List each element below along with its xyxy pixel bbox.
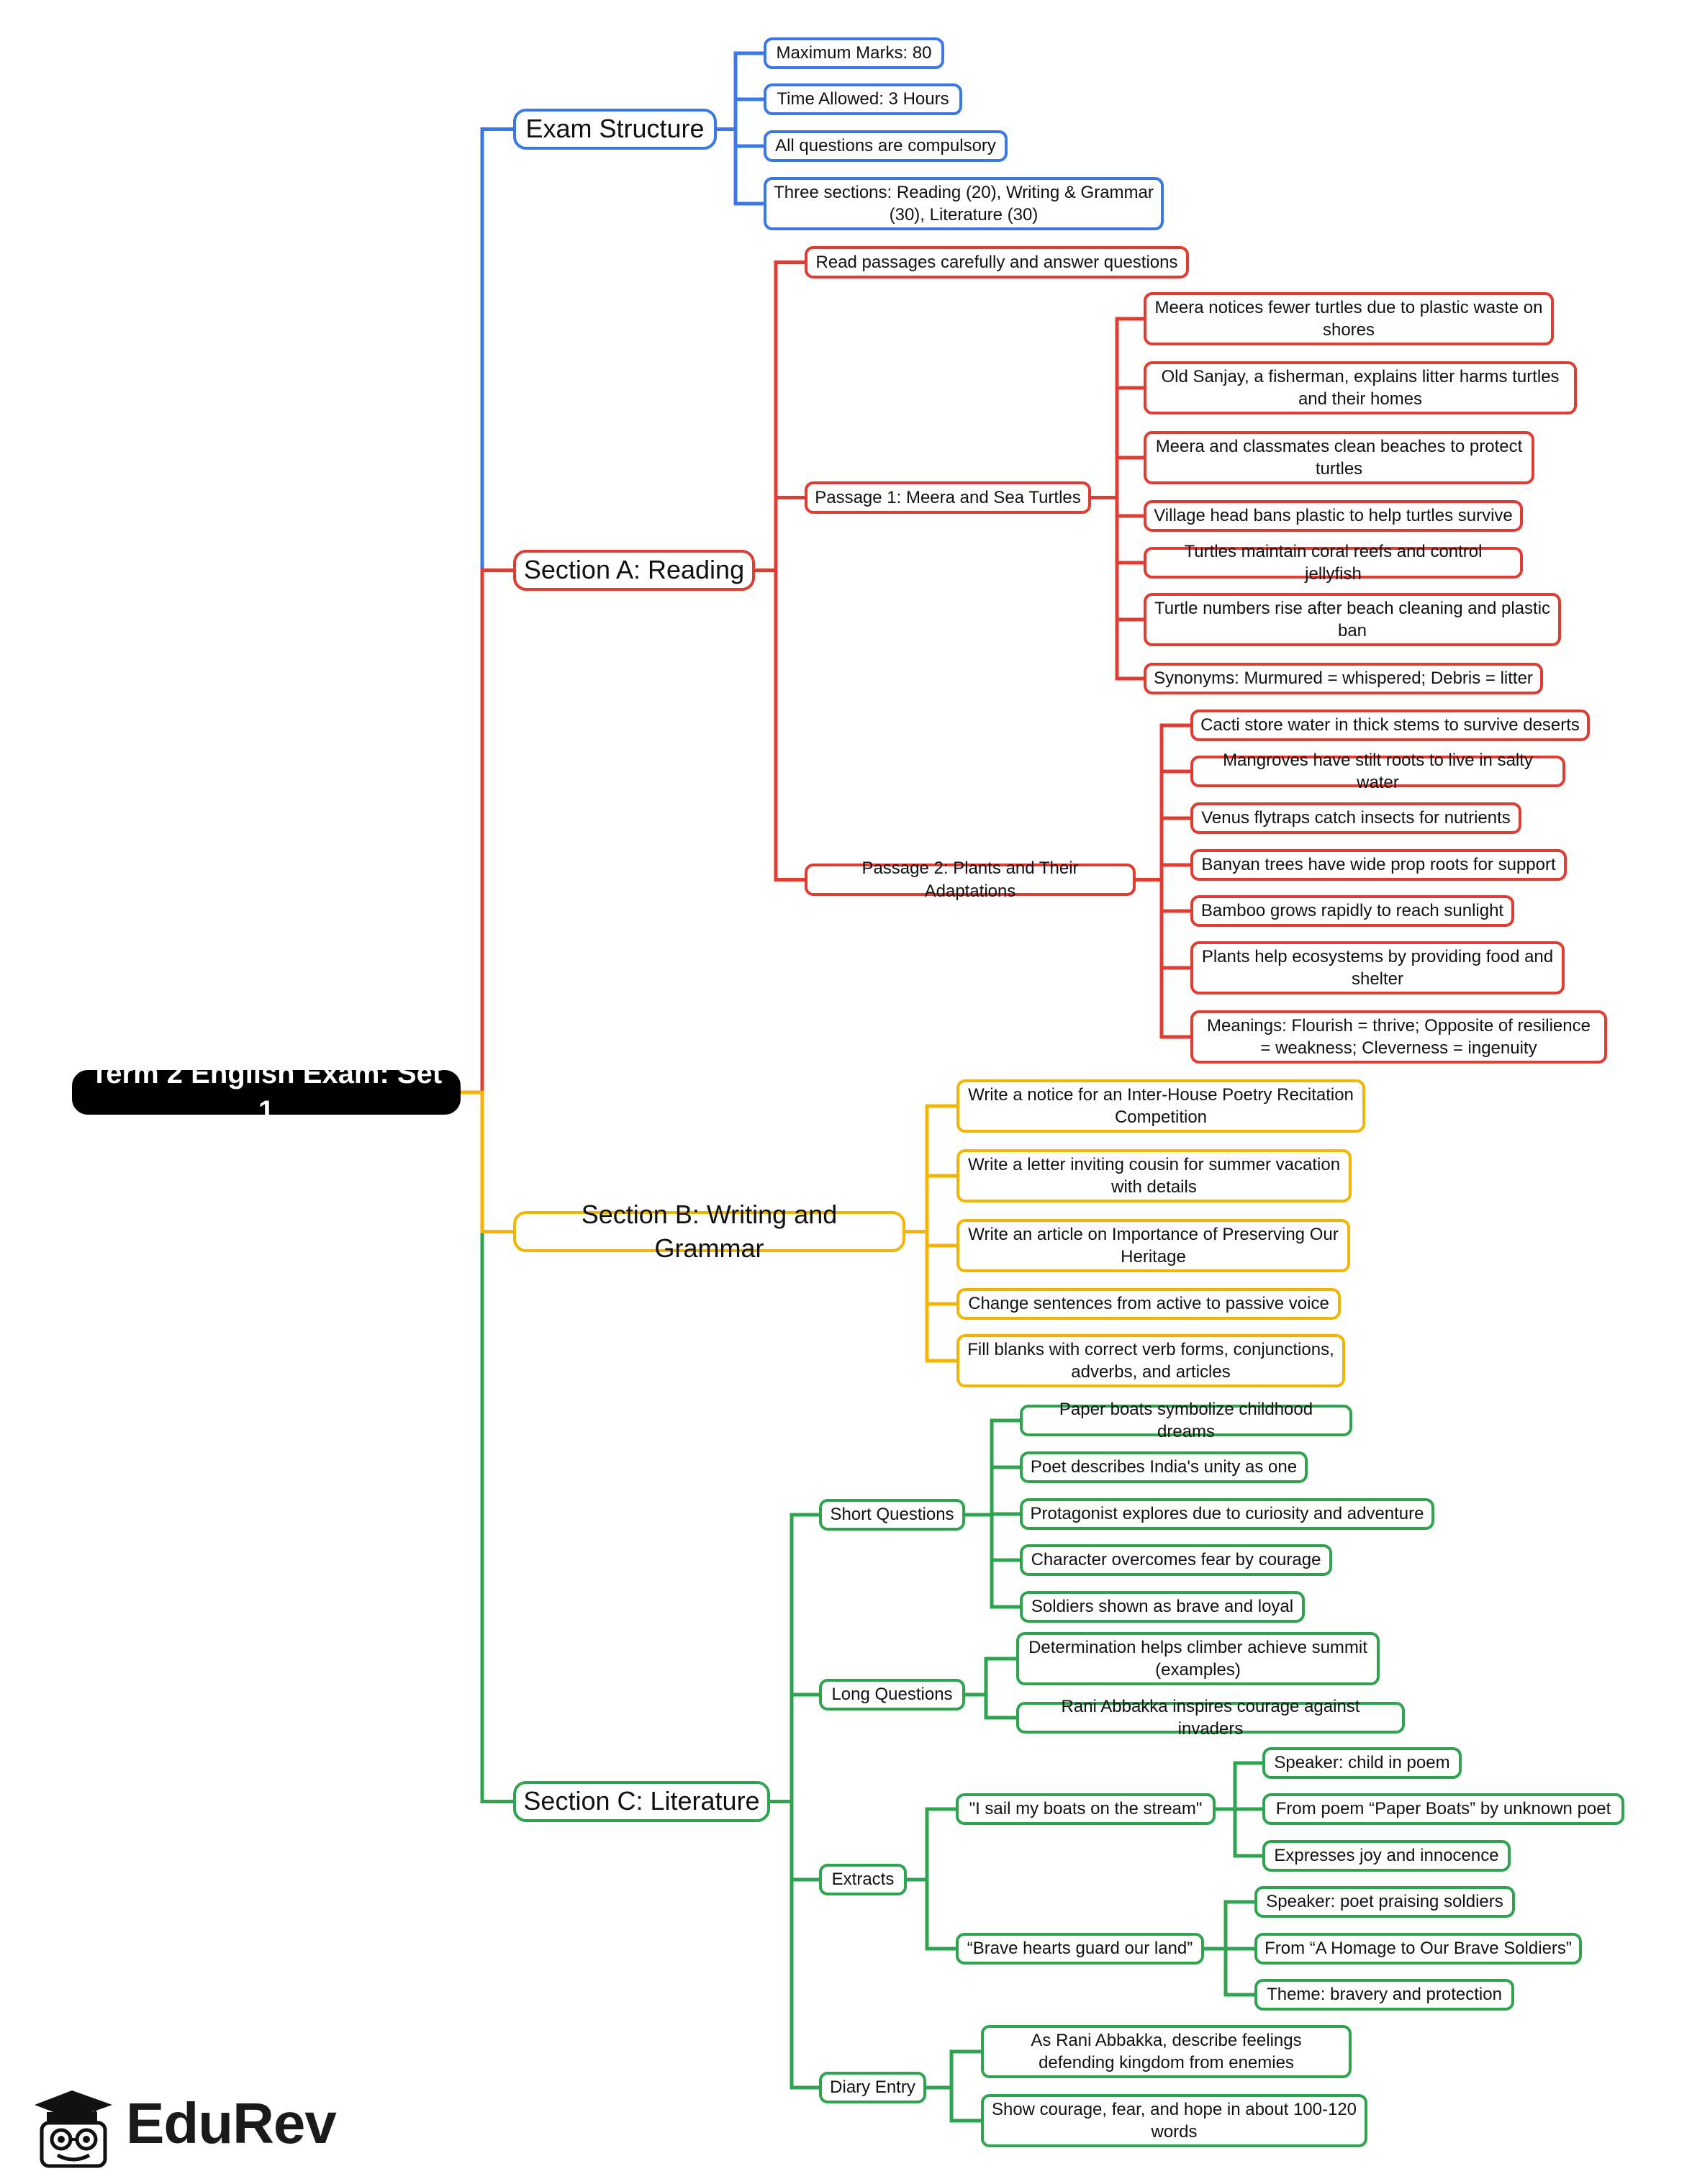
literature-extracts: Extracts xyxy=(819,1864,907,1895)
edurev-mascot-icon xyxy=(35,2090,112,2168)
literature-long-questions: Long Questions xyxy=(819,1679,965,1711)
writing-leaf: Fill blanks with correct verb forms, con… xyxy=(956,1334,1345,1387)
short-question-leaf: Poet describes India's unity as one xyxy=(1020,1451,1308,1483)
brand-name: EduRev xyxy=(126,2091,337,2155)
diary-leaf: Show courage, fear, and hope in about 10… xyxy=(981,2094,1367,2147)
writing-leaf: Write a letter inviting cousin for summe… xyxy=(956,1149,1352,1202)
short-question-leaf: Soldiers shown as brave and loyal xyxy=(1020,1591,1305,1623)
section-reading: Section A: Reading xyxy=(513,550,755,591)
exam-leaf-time: Time Allowed: 3 Hours xyxy=(764,83,962,115)
passage1-leaf: Village head bans plastic to help turtle… xyxy=(1144,500,1523,532)
passage2-leaf: Banyan trees have wide prop roots for su… xyxy=(1190,849,1567,881)
writing-leaf: Write a notice for an Inter-House Poetry… xyxy=(956,1079,1365,1133)
extract-leaf: Speaker: child in poem xyxy=(1262,1747,1462,1779)
passage1-leaf: Old Sanjay, a fisherman, explains litter… xyxy=(1144,361,1577,414)
short-question-leaf: Paper boats symbolize childhood dreams xyxy=(1020,1400,1352,1441)
passage1-leaf: Meera and classmates clean beaches to pr… xyxy=(1144,431,1534,484)
passage2-leaf: Plants help ecosystems by providing food… xyxy=(1190,941,1565,994)
exam-leaf-sections: Three sections: Reading (20), Writing & … xyxy=(764,177,1164,230)
reading-passage-1: Passage 1: Meera and Sea Turtles xyxy=(805,481,1091,514)
edurev-logo: EduRev xyxy=(29,2083,337,2170)
passage1-leaf: Turtles maintain coral reefs and control… xyxy=(1144,542,1523,584)
extract-leaf: Theme: bravery and protection xyxy=(1254,1979,1514,2011)
exam-leaf-compulsory: All questions are compulsory xyxy=(764,130,1008,162)
passage1-leaf: Synonyms: Murmured = whispered; Debris =… xyxy=(1144,663,1543,694)
section-literature: Section C: Literature xyxy=(513,1781,770,1822)
extract-leaf: Speaker: poet praising soldiers xyxy=(1254,1886,1515,1918)
extract-leaf: From poem “Paper Boats” by unknown poet xyxy=(1262,1793,1624,1825)
literature-short-questions: Short Questions xyxy=(819,1499,965,1531)
passage1-leaf: Meera notices fewer turtles due to plast… xyxy=(1144,292,1554,345)
reading-passage-2: Passage 2: Plants and Their Adaptations xyxy=(805,858,1136,901)
extract-leaf: From “A Homage to Our Brave Soldiers” xyxy=(1254,1933,1582,1965)
exam-leaf-marks: Maximum Marks: 80 xyxy=(764,37,944,69)
short-question-leaf: Protagonist explores due to curiosity an… xyxy=(1020,1498,1434,1530)
passage1-leaf: Turtle numbers rise after beach cleaning… xyxy=(1144,593,1561,646)
reading-leaf-instructions: Read passages carefully and answer quest… xyxy=(805,246,1189,278)
extract-brave-hearts: “Brave hearts guard our land” xyxy=(956,1933,1204,1965)
passage2-leaf: Bamboo grows rapidly to reach sunlight xyxy=(1190,895,1514,927)
diary-leaf: As Rani Abbakka, describe feelings defen… xyxy=(981,2025,1352,2078)
passage2-leaf: Mangroves have stilt roots to live in sa… xyxy=(1190,751,1565,792)
passage2-leaf: Venus flytraps catch insects for nutrien… xyxy=(1190,802,1521,834)
passage2-leaf: Cacti store water in thick stems to surv… xyxy=(1190,710,1590,741)
section-exam-structure: Exam Structure xyxy=(513,109,717,150)
literature-diary-entry: Diary Entry xyxy=(819,2072,926,2103)
passage2-leaf: Meanings: Flourish = thrive; Opposite of… xyxy=(1190,1010,1607,1064)
short-question-leaf: Character overcomes fear by courage xyxy=(1020,1544,1332,1576)
writing-leaf: Change sentences from active to passive … xyxy=(956,1288,1341,1320)
long-question-leaf: Rani Abbakka inspires courage against in… xyxy=(1016,1697,1405,1739)
writing-leaf: Write an article on Importance of Preser… xyxy=(956,1219,1350,1272)
root-node-title: Term 2 English Exam: Set 1 xyxy=(72,1058,461,1127)
extract-leaf: Expresses joy and innocence xyxy=(1262,1840,1511,1872)
section-writing-grammar: Section B: Writing and Grammar xyxy=(513,1200,905,1263)
long-question-leaf: Determination helps climber achieve summ… xyxy=(1016,1632,1380,1685)
extract-paper-boats: "I sail my boats on the stream" xyxy=(956,1793,1216,1825)
